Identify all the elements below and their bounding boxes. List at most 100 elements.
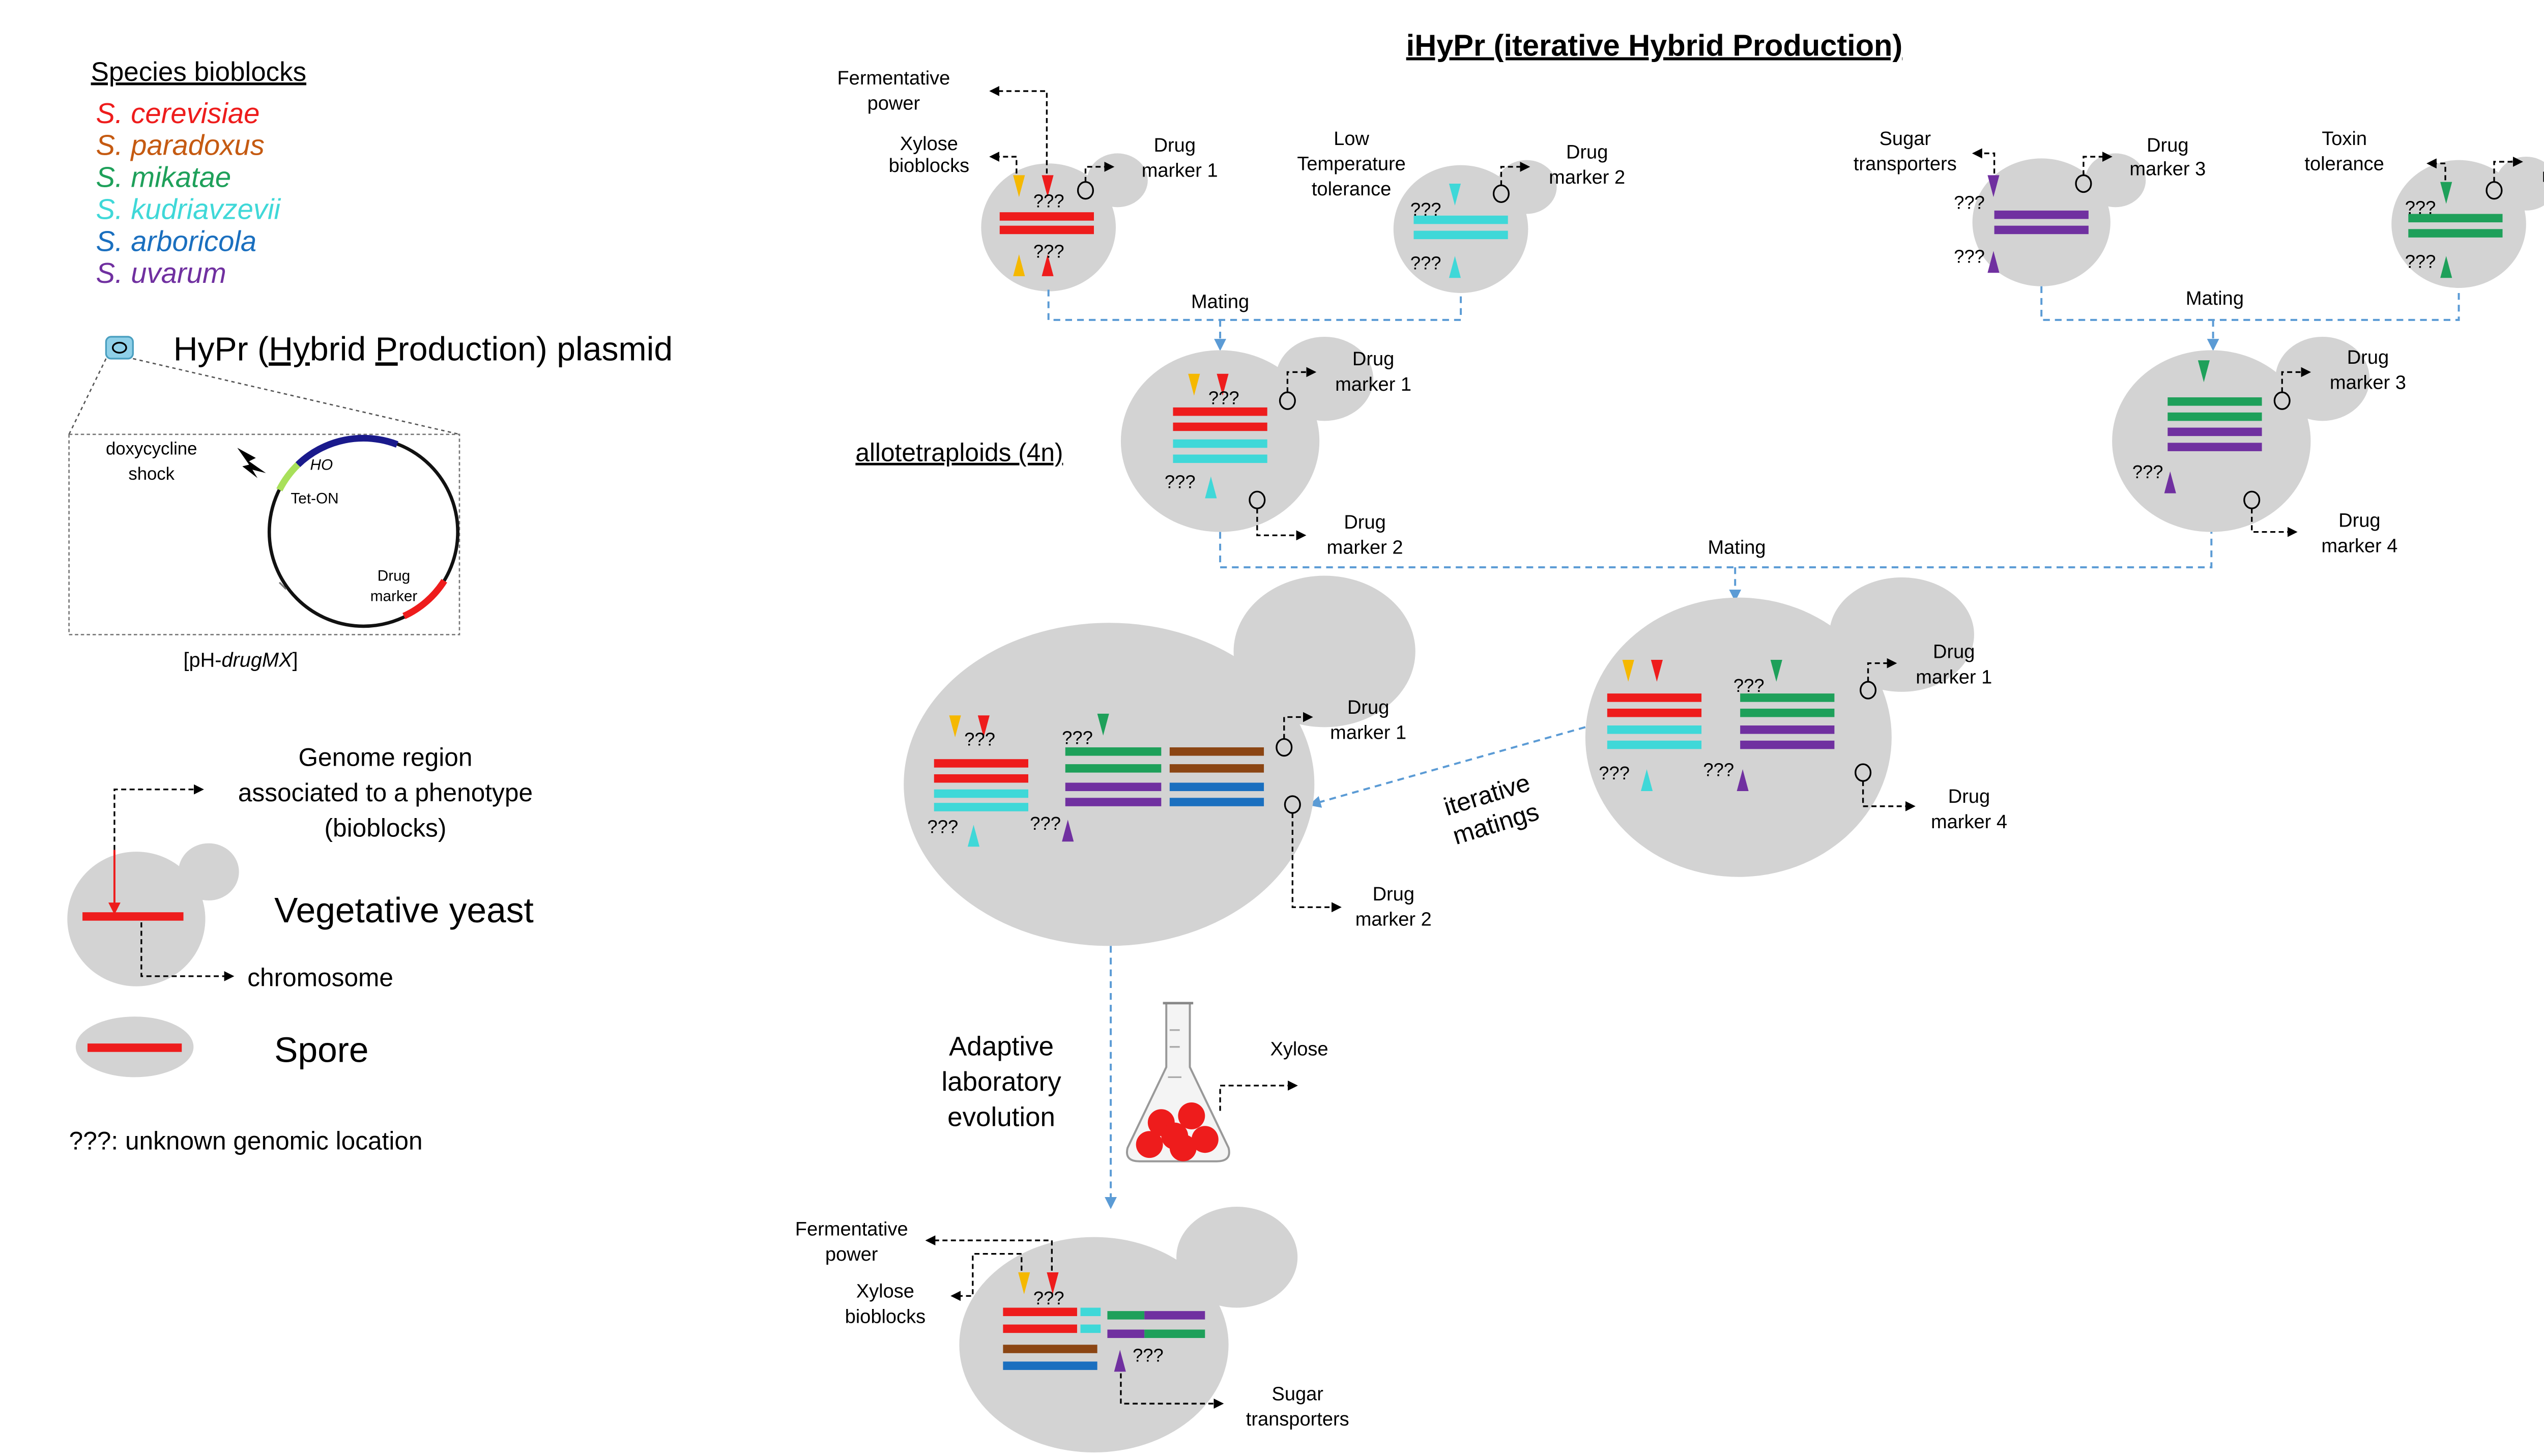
fermentative-label: Fermentative (837, 68, 950, 89)
drug-marker-3-label: Drug (2147, 135, 2188, 156)
genome-region-2: associated to a phenotype (238, 778, 533, 807)
yeast-parent-2: ??? ??? Low Temperature tolerance Drug m… (1297, 128, 1625, 293)
vegetative-yeast-label: Vegetative yeast (274, 890, 534, 930)
xylose-label: Xylose (856, 1281, 914, 1302)
drug-marker-2-label: marker 2 (1327, 537, 1403, 559)
lowtemp-label: tolerance (1312, 179, 1391, 200)
legend-species-1: S. paradoxus (96, 129, 265, 161)
allotetraploids-label: allotetraploids (4n) (855, 439, 1063, 467)
q-label: ??? (928, 817, 959, 837)
plasmid-icon-ring (111, 341, 127, 354)
legend-species-3: S. kudriavzevii (96, 193, 281, 225)
q-label: ??? (964, 729, 995, 750)
q-label: ??? (1410, 199, 1441, 220)
drug-marker-3-label: Drug (2347, 347, 2389, 368)
unknown-location-label: ???: unknown genomic location (69, 1127, 423, 1155)
xylose-label: Xylose (1270, 1038, 1328, 1060)
yeast-parent-3: ??? ??? Sugar transporters Drug marker 3 (1854, 128, 2206, 286)
species-legend: Species bioblocks S. cerevisiae S. parad… (91, 57, 306, 289)
chromosome-label: chromosome (247, 964, 393, 992)
toxin-label: tolerance (2304, 154, 2384, 175)
allotetraploid-right: ??? Drug marker 3 Drug marker 4 (2112, 336, 2406, 557)
genome-region-1: Genome region (298, 743, 472, 771)
lightning-icon (237, 448, 266, 478)
drug-marker-1-label: marker 1 (1335, 374, 1411, 395)
plasmid-drug-segment (402, 578, 447, 620)
sugar-label: Sugar (1880, 128, 1931, 150)
sugar-label: Sugar (1272, 1383, 1324, 1405)
ale-label: laboratory (941, 1067, 1061, 1097)
q-label: ??? (1033, 190, 1064, 211)
xylose-label: Xylose (900, 133, 958, 155)
plasmid-drug-label-1: Drug (378, 568, 410, 585)
legend-heading: Species bioblocks (91, 57, 306, 87)
xylose-label: bioblocks (889, 155, 969, 177)
drug-marker-1-label: marker 1 (1916, 666, 1992, 688)
mating-connector-left: Mating (1047, 289, 1462, 351)
drug-marker-2-label: marker 2 (1355, 909, 1432, 930)
mating-label: Mating (1191, 292, 1249, 313)
q-label: ??? (1208, 387, 1239, 408)
drug-marker-4-label: Drug (1948, 786, 1990, 807)
q-label: ??? (1165, 472, 1196, 492)
ale-label: Adaptive (949, 1031, 1054, 1061)
mating-connector-middle: Mating (1219, 532, 2213, 602)
yeast-parent-1: ??? ??? Fermentative power Xylose bioblo… (837, 68, 1218, 292)
drug-marker-4-label: marker 4 (2321, 535, 2397, 557)
evolved-hybrid: ??? ??? Fermentative power Xylose bioblo… (795, 1207, 1349, 1452)
q-label: ??? (2132, 461, 2163, 482)
legend-species-4: S. arboricola (96, 225, 257, 257)
q-label: ??? (1954, 246, 1985, 267)
mating-label: Mating (2186, 288, 2244, 309)
drug-marker-4-label: marker 4 (2542, 165, 2544, 187)
drug-marker-3-label: marker 3 (2330, 372, 2406, 393)
drug-marker-2-label: Drug (1566, 141, 1608, 163)
plasmid-name: [pH-drugMX] (184, 649, 298, 671)
legend-species-5: S. uvarum (96, 257, 226, 289)
q-label: ??? (1954, 192, 1985, 213)
drug-marker-1-label: marker 1 (1142, 160, 1218, 182)
drug-marker-1-label: marker 1 (1330, 722, 1406, 744)
drug-marker-1-label: Drug (1933, 642, 1975, 663)
lowtemp-label: Temperature (1297, 154, 1405, 175)
q-label: ??? (1599, 763, 1630, 783)
plasmid-teton-segment (276, 462, 301, 492)
octoploid-hybrid: ??? ??? ??? Drug marker 1 Drug marker 4 (1585, 577, 2007, 877)
plasmid-icon (105, 336, 134, 360)
iterative-label: iterativematings (1440, 768, 1542, 850)
diagram-title: iHyPr (iterative Hybrid Production) (1406, 28, 1903, 63)
toxin-label: Toxin (2322, 128, 2367, 150)
sugar-label: transporters (1854, 154, 1957, 175)
spore-label: Spore (274, 1030, 368, 1070)
plasmid-legend: HyPr (Hybrid Production) plasmid doxycyc… (68, 330, 673, 671)
symbol-legend: Genome region associated to a phenotype … (67, 743, 534, 1155)
lowtemp-label: Low (1334, 128, 1369, 150)
ale-label: evolution (947, 1102, 1055, 1132)
mating-connector-right: Mating (2040, 286, 2460, 351)
drug-marker-2-label: Drug (1373, 884, 1414, 905)
q-label: ??? (1410, 253, 1441, 274)
q-label: ??? (1030, 813, 1061, 834)
drug-marker-2-label: Drug (1344, 512, 1385, 533)
fermentative-label: power (868, 93, 920, 114)
plasmid-ho-label: HO (310, 456, 333, 473)
drug-marker-1-label: Drug (1352, 348, 1394, 370)
mating-label: Mating (1708, 537, 1766, 559)
plasmid-ho-segment (295, 434, 398, 468)
q-label: ??? (2405, 251, 2436, 272)
q-label: ??? (1733, 675, 1765, 696)
multi-species-hybrid: ??? ??? ??? ??? Drug marker 1 Drug marke… (904, 575, 1432, 946)
sugar-label: transporters (1246, 1409, 1349, 1430)
q-label: ??? (1703, 759, 1734, 780)
plasmid-teton-label: Tet-ON (291, 490, 338, 507)
allotetraploid-left: ??? ??? Drug marker 1 Drug marker 2 (1120, 336, 1411, 559)
q-label: ??? (1062, 727, 1093, 748)
drug-marker-2-label: marker 2 (1549, 167, 1625, 188)
yeast-parent-4: ??? ??? Toxin tolerance Drug marker 4 (2304, 128, 2544, 288)
q-label: ??? (1033, 241, 1064, 262)
fermentative-label: Fermentative (795, 1218, 908, 1240)
drug-marker-4-label: Drug (2338, 510, 2380, 532)
xylose-label: bioblocks (845, 1306, 926, 1327)
drug-marker-4-label: marker 4 (1931, 811, 2007, 833)
